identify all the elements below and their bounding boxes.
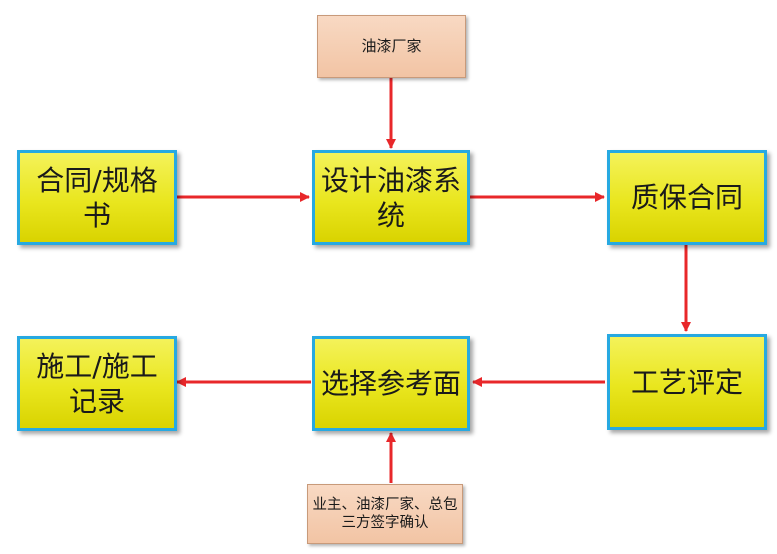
node-paint-maker: 油漆厂家 — [317, 15, 466, 78]
node-design-paint-system: 设计油漆系统 — [312, 150, 470, 245]
node-select-reference: 选择参考面 — [312, 336, 470, 431]
node-process-qualification: 工艺评定 — [607, 334, 767, 430]
node-warranty-contract: 质保合同 — [607, 150, 767, 245]
node-contract-spec: 合同/规格书 — [17, 150, 177, 245]
node-construction-record: 施工/施工记录 — [17, 336, 177, 431]
node-tripartite-signoff: 业主、油漆厂家、总包三方签字确认 — [307, 484, 463, 544]
